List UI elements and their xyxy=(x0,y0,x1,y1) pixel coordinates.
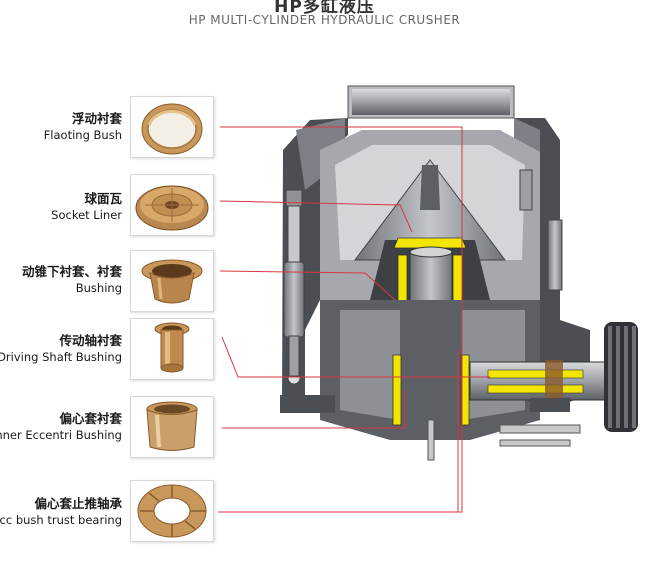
eccentric-thrust-bearing-photo xyxy=(130,480,214,542)
diagram-title: HP多缸液压 xyxy=(274,0,375,17)
leader-line-driving-shaft-bushing xyxy=(221,336,490,378)
leader-line-socket-liner xyxy=(219,200,413,233)
diagram-subtitle: HP MULTI-CYLINDER HYDRAULIC CRUSHER xyxy=(188,13,461,27)
leader-line-bushing xyxy=(219,270,396,301)
leader-lines xyxy=(218,126,490,513)
eccentric-bushing-photo xyxy=(130,396,214,458)
leader-line-eccentric-bushing xyxy=(222,390,406,429)
floating-bush-photo xyxy=(130,96,214,158)
socket-liner-photo xyxy=(130,174,214,236)
driving-shaft-bushing-photo xyxy=(130,318,214,380)
bushing-photo xyxy=(130,250,214,312)
leader-line-thrust-bearing xyxy=(218,350,459,513)
